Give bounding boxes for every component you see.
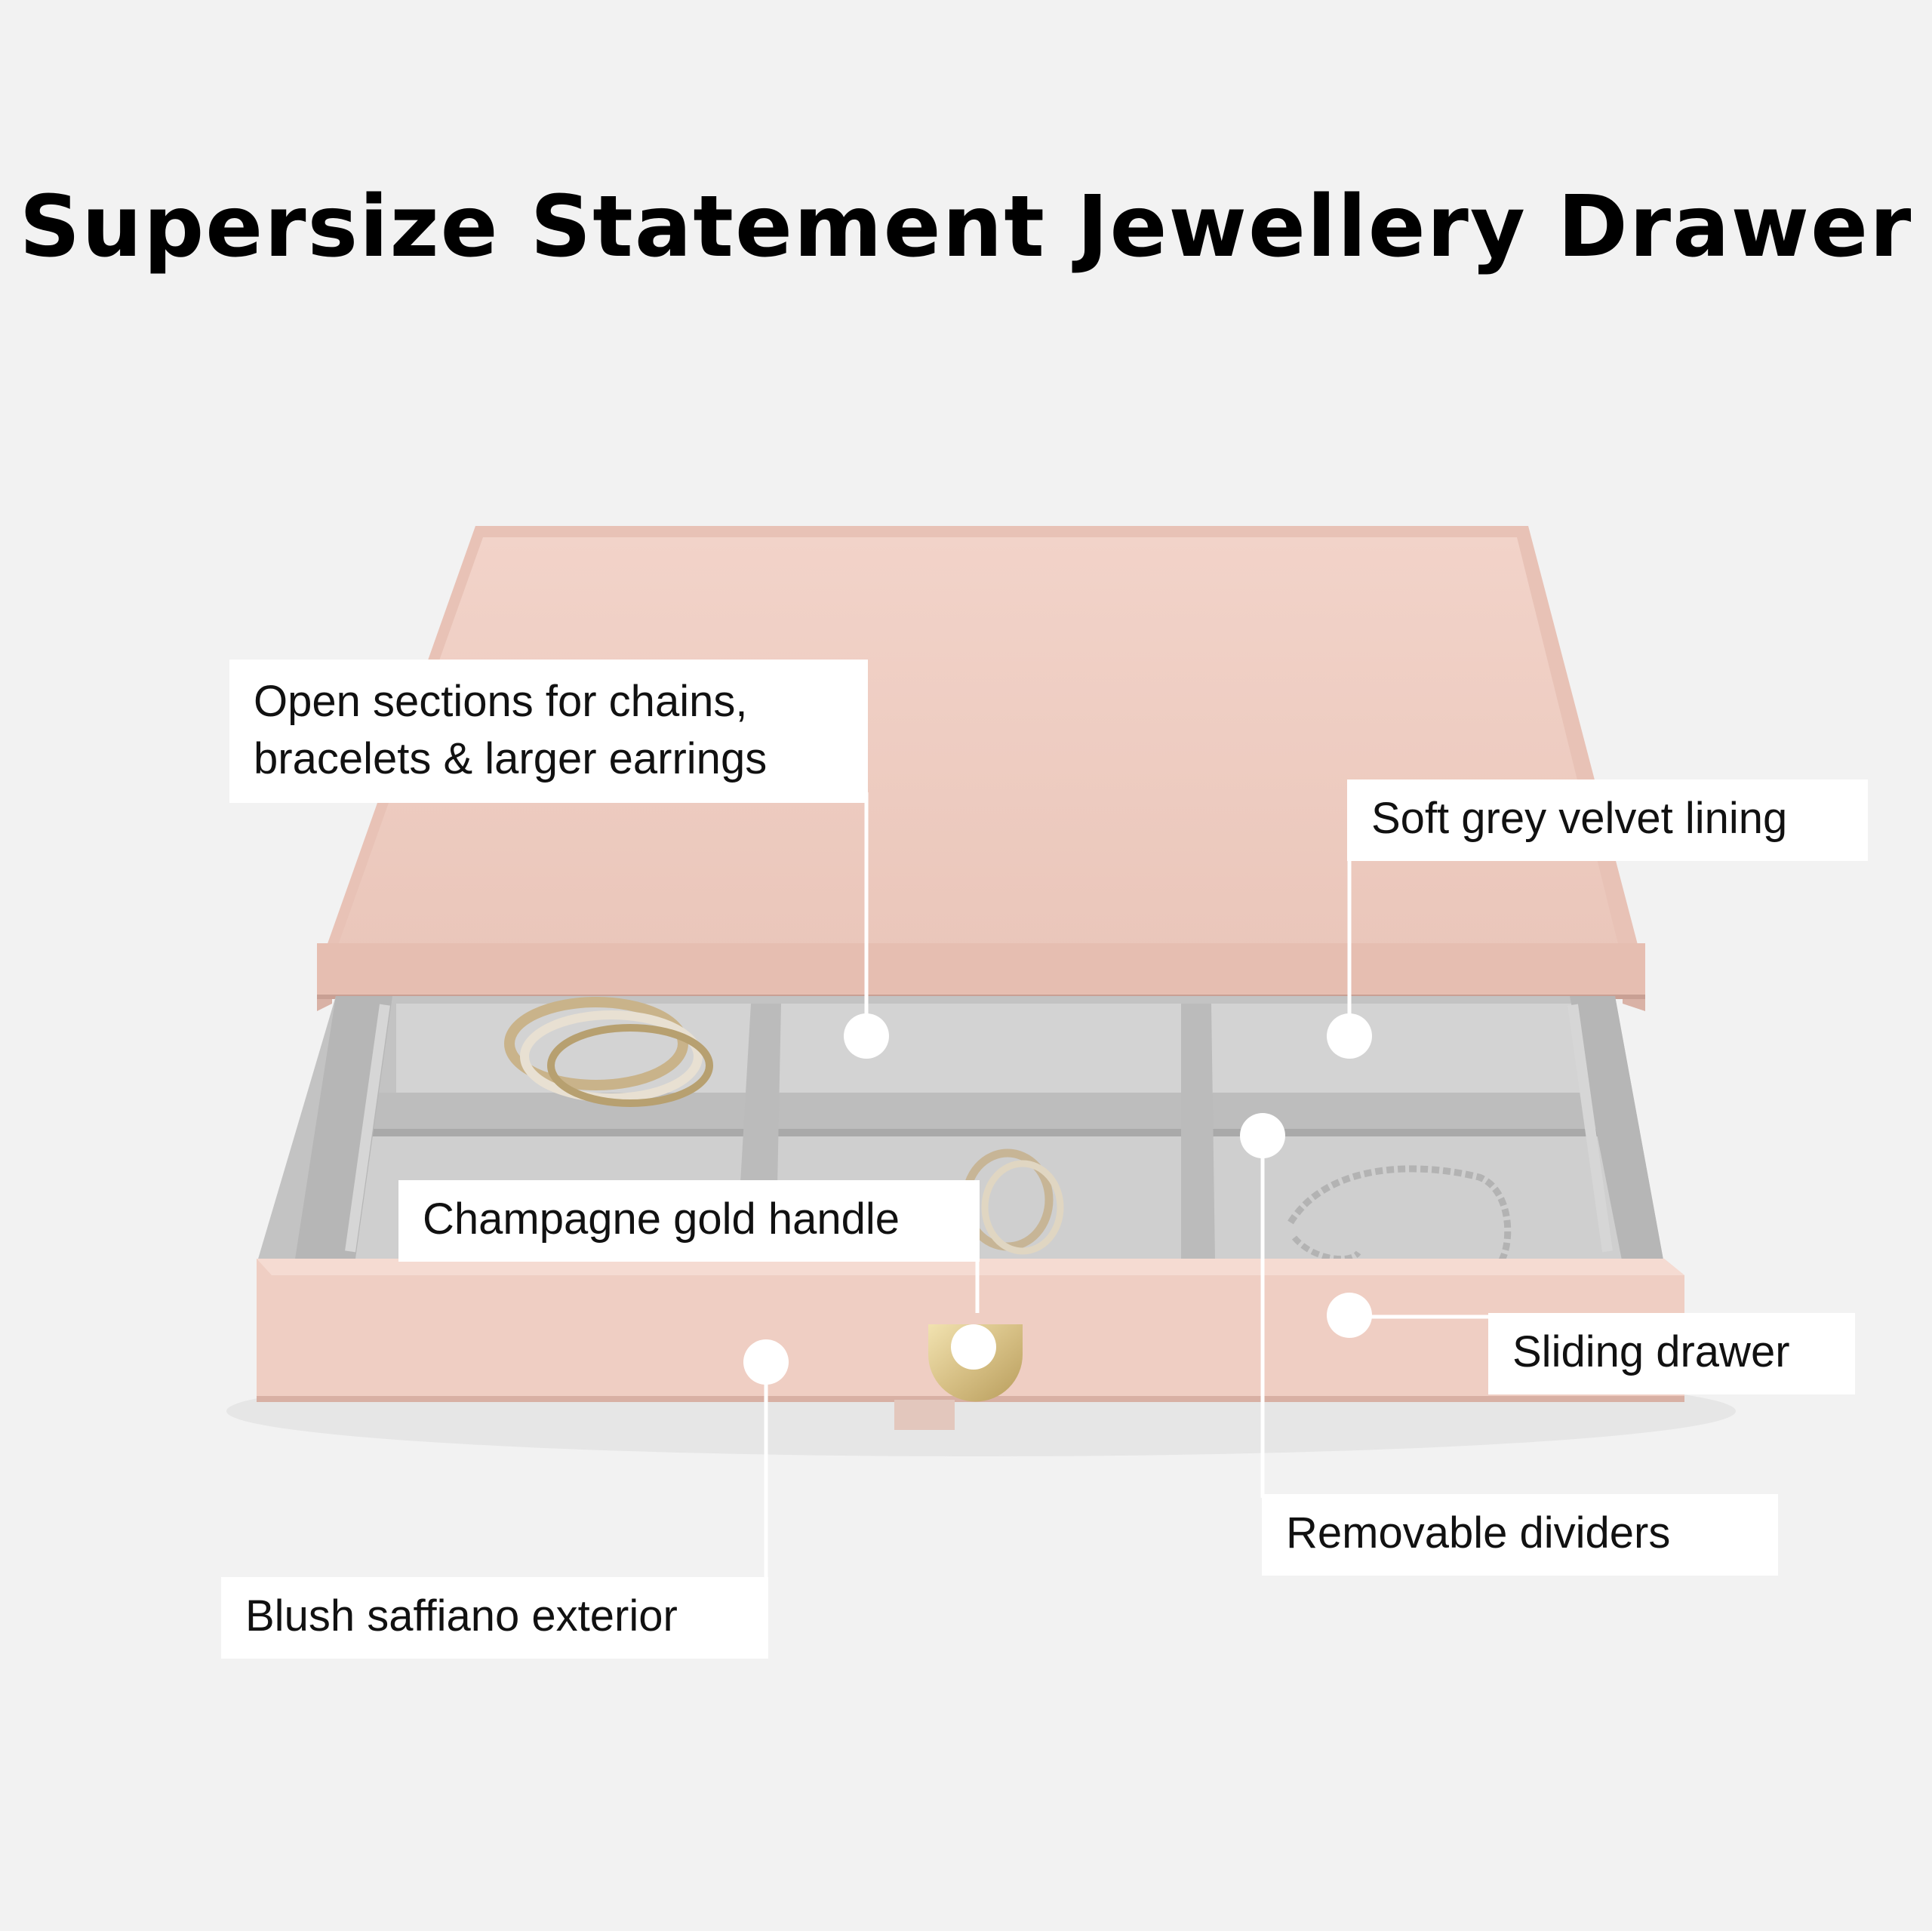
callout-dividers: Removable dividers <box>1262 1494 1778 1576</box>
handle-dot <box>951 1324 996 1370</box>
callout-handle: Champagne gold handle <box>398 1180 980 1262</box>
lid <box>317 526 1645 1011</box>
open-sections-dot <box>844 1013 889 1059</box>
callout-velvet-lining: Soft grey velvet lining <box>1347 779 1868 861</box>
dividers-dot <box>1240 1113 1285 1158</box>
exterior-dot <box>743 1339 789 1385</box>
callout-sliding-drawer: Sliding drawer <box>1488 1313 1855 1394</box>
callout-dividers-text: Removable dividers <box>1286 1508 1671 1557</box>
callout-leader-lines <box>764 792 1498 1579</box>
callout-open-sections: Open sections for chains, bracelets & la… <box>229 660 868 803</box>
sliding-drawer-dot <box>1327 1293 1372 1338</box>
velvet-lining-dot <box>1327 1013 1372 1059</box>
page-title: Supersize Statement Jewellery Drawer <box>19 178 1913 277</box>
callout-exterior: Blush saffiano exterior <box>221 1577 768 1659</box>
callout-open-sections-line2: bracelets & larger earrings <box>254 734 768 783</box>
callout-sliding-drawer-text: Sliding drawer <box>1512 1327 1790 1376</box>
callout-velvet-lining-text: Soft grey velvet lining <box>1371 794 1788 843</box>
callout-exterior-text: Blush saffiano exterior <box>245 1591 678 1640</box>
callout-dots <box>743 1013 1372 1385</box>
callout-handle-text: Champagne gold handle <box>423 1195 900 1244</box>
jewellery <box>504 997 1512 1262</box>
callout-open-sections-line1: Open sections for chains, <box>254 677 748 726</box>
